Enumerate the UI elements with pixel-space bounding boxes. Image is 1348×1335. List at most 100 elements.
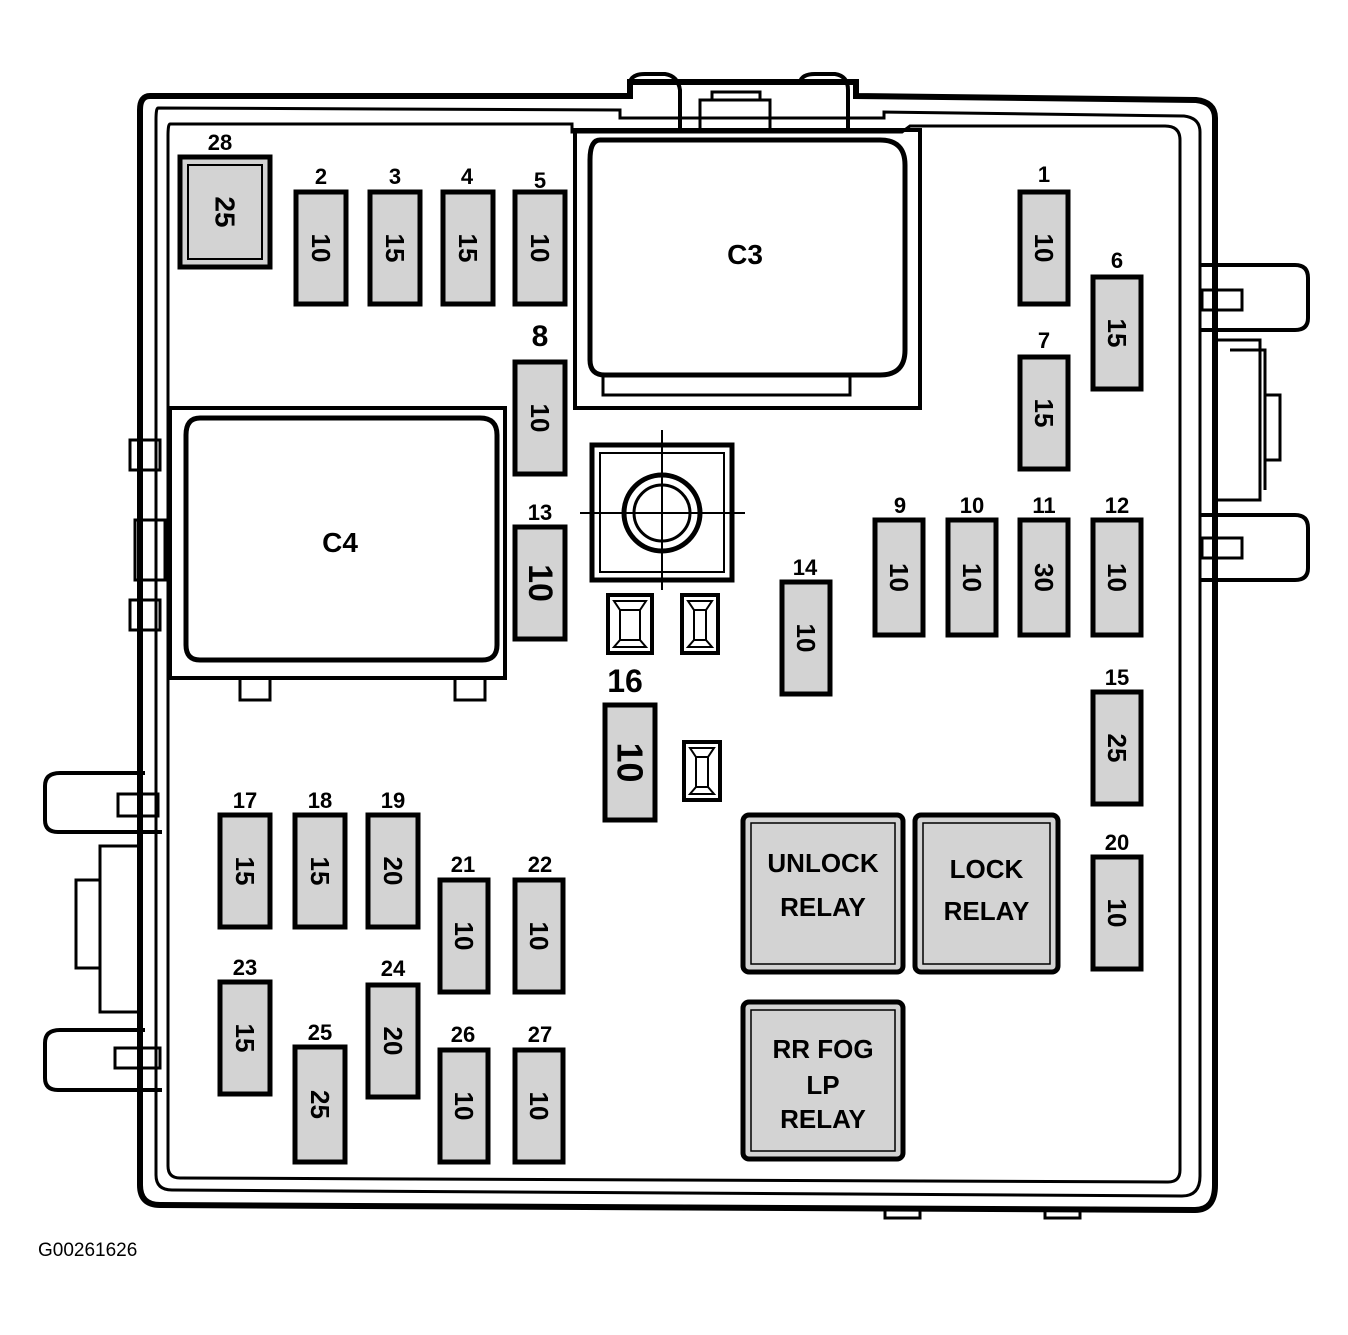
fuse-10-number: 10 — [960, 493, 984, 518]
rr-fog-lp-relay-label-line-3: RELAY — [780, 1104, 866, 1134]
lock-relay-label-line-2: RELAY — [944, 896, 1030, 926]
fuse-25-amps: 25 — [305, 1090, 335, 1119]
diode-2 — [680, 593, 720, 655]
fuse-15-amps: 25 — [1102, 734, 1132, 763]
fuse-12-amps: 10 — [1102, 563, 1132, 592]
fuse-22-amps: 10 — [524, 922, 554, 951]
fuse-5-body — [512, 189, 568, 307]
lock-relay-body — [912, 812, 1061, 975]
fuse-12-number: 12 — [1105, 493, 1129, 518]
fuse-5-number: 5 — [534, 168, 546, 193]
unlock-relay-label-line-1: UNLOCK — [767, 848, 878, 878]
fuse-1-body — [1017, 189, 1071, 307]
fuse-8-body — [512, 359, 568, 477]
fuse-5: 5 10 — [512, 168, 568, 307]
fuse-8-number: 8 — [532, 320, 549, 353]
fuse-14-number: 14 — [793, 555, 818, 580]
fuse-14: 14 10 — [779, 555, 833, 697]
fuse-6-amps: 15 — [1102, 319, 1132, 348]
fuse-19-amps: 20 — [378, 857, 408, 886]
fuse-6-body — [1090, 274, 1144, 392]
fuse-3-body — [367, 189, 423, 307]
fuse-16-body — [602, 702, 658, 823]
fuse-27-amps: 10 — [524, 1092, 554, 1121]
fuse-9: 910 — [872, 493, 926, 638]
fuse-1: 110 — [1017, 162, 1071, 307]
rr-fog-lp-relay-label-line-2: LP — [806, 1070, 839, 1100]
fuse-16-amps: 10 — [610, 742, 651, 782]
fuse-22-number: 22 — [528, 852, 552, 877]
fuse-11-number: 11 — [1032, 493, 1055, 518]
fuse-18-body — [292, 812, 348, 930]
fuse-19-number: 19 — [381, 788, 405, 813]
c3-connector: C3 — [573, 128, 922, 410]
rr-fog-lp-relay-body — [740, 999, 906, 1162]
fuse-14-amps: 10 — [791, 624, 821, 653]
fuse-7-body — [1017, 354, 1071, 472]
fuse-18-amps: 15 — [305, 857, 335, 886]
fuse-22: 22 10 — [512, 852, 566, 995]
fuse-6-number: 6 — [1111, 248, 1123, 273]
fuse-2-number: 2 — [315, 164, 327, 189]
fuse-3-amps: 15 — [380, 234, 410, 263]
fuse-11: 11 30 — [1017, 493, 1071, 638]
fuse-5-amps: 10 — [525, 234, 555, 263]
unlock-relay: UNLOCK RELAY — [740, 812, 906, 975]
fuse-24-body — [365, 982, 421, 1100]
fuse-block-housing — [43, 72, 1310, 1220]
fuse-17-number: 17 — [233, 788, 257, 813]
fuse-8-amps: 10 — [525, 404, 555, 433]
fuse-23-body — [217, 979, 273, 1097]
fuse-28-number: 28 — [208, 130, 232, 155]
fuse-24-amps: 20 — [378, 1027, 408, 1056]
fuse-23-number: 23 — [233, 955, 257, 980]
diode-1 — [606, 593, 654, 655]
fuse-4-number: 4 — [461, 164, 474, 189]
fuse-26-number: 26 — [451, 1022, 475, 1047]
fuse-12-body — [1090, 517, 1144, 638]
unlock-relay-label-line-2: RELAY — [780, 892, 866, 922]
figure-reference-code: G00261626 — [38, 1240, 138, 1261]
fuse-25-body — [292, 1044, 348, 1165]
c4-label: C4 — [322, 527, 358, 558]
fuse-19-body — [365, 812, 421, 930]
fuse-2: 210 — [293, 164, 349, 307]
fuse-10: 10 10 — [945, 493, 999, 638]
fuse-28-amps: 25 — [210, 196, 241, 227]
unlock-relay-body — [740, 812, 906, 975]
power-stud — [580, 430, 745, 590]
fuse-21-amps: 10 — [449, 922, 479, 951]
fuse-17-body — [217, 812, 273, 930]
fuse-10-body — [945, 517, 999, 638]
fuse-6: 6 15 — [1090, 248, 1144, 392]
fuse-15-body — [1090, 689, 1144, 807]
fuse-23: 23 15 — [217, 955, 273, 1097]
fuse-10-amps: 10 — [957, 563, 987, 592]
fuse-23-amps: 15 — [230, 1024, 260, 1053]
fuse-11-amps: 30 — [1029, 563, 1059, 592]
fuse-20-amps: 10 — [1102, 899, 1132, 928]
fuse-4-amps: 15 — [453, 234, 483, 263]
fuse-7-number: 7 — [1038, 328, 1050, 353]
fuse-9-amps: 10 — [884, 563, 914, 592]
fuse-18-number: 18 — [308, 788, 332, 813]
fuse-14-body — [779, 579, 833, 697]
fuse-7: 715 — [1017, 328, 1071, 472]
fuse-20-body — [1090, 854, 1144, 972]
diode-3 — [682, 740, 722, 802]
fuse-4: 4 15 — [440, 164, 496, 307]
fuse-13-body — [512, 524, 568, 642]
